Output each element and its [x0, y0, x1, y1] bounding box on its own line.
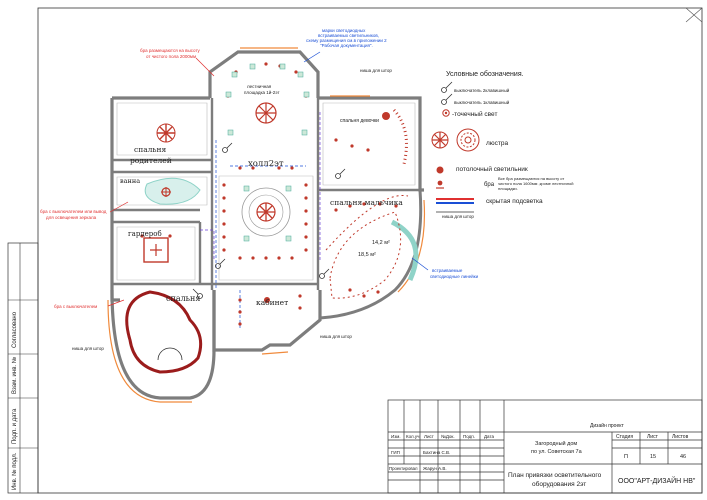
company-name: ООО"АРТ-ДИЗАЙН НВ" — [618, 476, 696, 485]
chandelier-icon — [431, 128, 480, 152]
sheet-value: 15 — [650, 454, 656, 460]
boy-bedroom-cove — [329, 211, 402, 299]
windows — [107, 47, 426, 403]
designer-label: Проектировал — [389, 466, 418, 471]
led-note-1: встраиваемые — [432, 268, 463, 273]
led-strip-shape — [390, 219, 419, 282]
sheet-title-2: оборудования 2эт — [532, 480, 586, 488]
bra-switch-note-3: бра с выключателем — [54, 304, 97, 309]
chandelier-hall — [241, 187, 291, 237]
bath-tub — [144, 177, 201, 205]
niche-note-top: ниша для штор — [360, 68, 392, 73]
room-bedroom: спальня — [166, 294, 200, 303]
object-line1: Загородный дом — [535, 440, 577, 447]
led-note-2: светодиодные линейки — [430, 273, 479, 279]
inv-replace-label: Взам. инв. № — [11, 357, 18, 394]
sheets-header: Листов — [672, 434, 689, 440]
project-label: Дизайн проект — [590, 422, 624, 429]
spec-note-2: встраиваемых светильников, — [318, 33, 379, 38]
wall-detail — [116, 102, 416, 281]
chandelier-cabinet — [264, 297, 270, 303]
object-line2: по ул. Советская 7а — [531, 449, 583, 455]
sheet-title-1: План привязки осветительного — [508, 472, 602, 479]
bedroom-fan-icon — [157, 347, 183, 361]
annotation-arrows — [107, 57, 215, 307]
col-ndok: №Док. — [441, 434, 455, 439]
spec-note-3: схему размещения см.в приложении 2 — [306, 38, 387, 43]
sign-date-label: Подп. и дата — [12, 408, 18, 444]
room-bath: ванна — [120, 177, 140, 185]
col-koluch: Кол.уч — [406, 434, 420, 439]
spec-note-4: "Рабочая документация". — [320, 43, 373, 48]
legend-bra: бра — [484, 182, 495, 188]
chandelier-wardrobe — [143, 237, 169, 263]
legend-title: Условные обозначения. — [446, 70, 524, 78]
legend-bra-note-3: площадки. — [498, 186, 518, 191]
area-1: 18,5 м² — [358, 252, 376, 258]
col-data: Дата — [484, 434, 494, 439]
chandelier-bath — [161, 187, 171, 197]
spec-note-1: марки светодиодных — [322, 28, 366, 33]
spot-icon — [442, 109, 450, 117]
gip-label: ГИП — [391, 450, 400, 455]
legend-spot: -точечный свет — [452, 110, 497, 118]
chandelier-boy — [382, 112, 390, 120]
bra-switch-note-2: для освещения зеркала — [46, 215, 97, 220]
designer-name: Жарун А.В. — [423, 466, 447, 471]
niche-note-left: ниша для штор — [72, 346, 104, 351]
chandelier-parents — [156, 123, 176, 143]
bedroom-cove-light — [125, 290, 203, 374]
niche-note-cabinet: ниша для штор — [320, 334, 352, 339]
ceiling-light-icon — [436, 166, 444, 174]
room-hall: холл2эт — [248, 159, 284, 169]
stair-label-1: лестничная — [247, 84, 272, 89]
bra-icon — [436, 180, 444, 189]
room-parents-line2: родителей — [130, 156, 172, 165]
switch-marks — [192, 142, 346, 299]
room-boy: спальня мальчика — [330, 198, 403, 207]
col-podp: Подп. — [463, 434, 475, 439]
legend: Условные обозначения. выключатель 2клави… — [431, 70, 574, 219]
room-girl: спальня девочки — [340, 118, 379, 124]
switch1-icon — [441, 99, 447, 105]
legend-switch2: выключатель 2клавишный — [454, 87, 510, 93]
gip-name: Бахтина С.В. — [423, 450, 450, 455]
sheet-header: Лист — [647, 434, 659, 440]
stair-lights — [225, 63, 310, 242]
sheet-frame — [37, 7, 703, 494]
inv-orig-label: Инв. № подл. — [11, 452, 18, 490]
chandelier-stair — [255, 102, 277, 124]
legend-bra-note-2: чистого пола 1600мм ,кроме лестничной — [498, 181, 574, 186]
legend-hidden: скрытая подсветка — [486, 198, 543, 205]
side-stamp: Согласовано Взам. инв. № Подп. и дата Ин… — [7, 242, 39, 494]
area-2: 14,2 м² — [372, 240, 390, 246]
switch2-icon — [441, 87, 447, 93]
agreed-label: Согласовано — [12, 311, 18, 348]
room-cabinet: кабинет — [256, 298, 288, 307]
col-list: Лист — [424, 434, 434, 439]
col-izm: Изм. — [391, 434, 401, 439]
room-parents-line1: спальня — [134, 145, 167, 154]
stage-header: Стадия — [616, 434, 633, 440]
legend-bra-note-1: Все бра размещаются на высоту от — [498, 176, 564, 181]
walls — [110, 50, 424, 400]
sheets-value: 46 — [680, 454, 686, 460]
stage-value: П — [624, 454, 628, 460]
girl-bedroom-arc — [392, 108, 408, 165]
bra-height-note-2: от чистого пола 2000мм — [146, 54, 196, 59]
legend-niche: ниша для штор — [442, 214, 474, 219]
bra-height-note-1: бра размещаются на высоту — [140, 48, 201, 53]
stair-label-2: площадка 1й-2эт — [244, 89, 280, 95]
legend-chandelier: люстра — [486, 140, 509, 147]
bra-switch-note-1: бра с выключателем или вывод — [40, 209, 107, 214]
title-block — [387, 399, 703, 494]
legend-ceiling: потолочный светильник — [456, 165, 528, 173]
legend-switch1: выключатель 1клавишный — [454, 99, 510, 105]
room-wardrobe: гардероб — [128, 230, 162, 238]
